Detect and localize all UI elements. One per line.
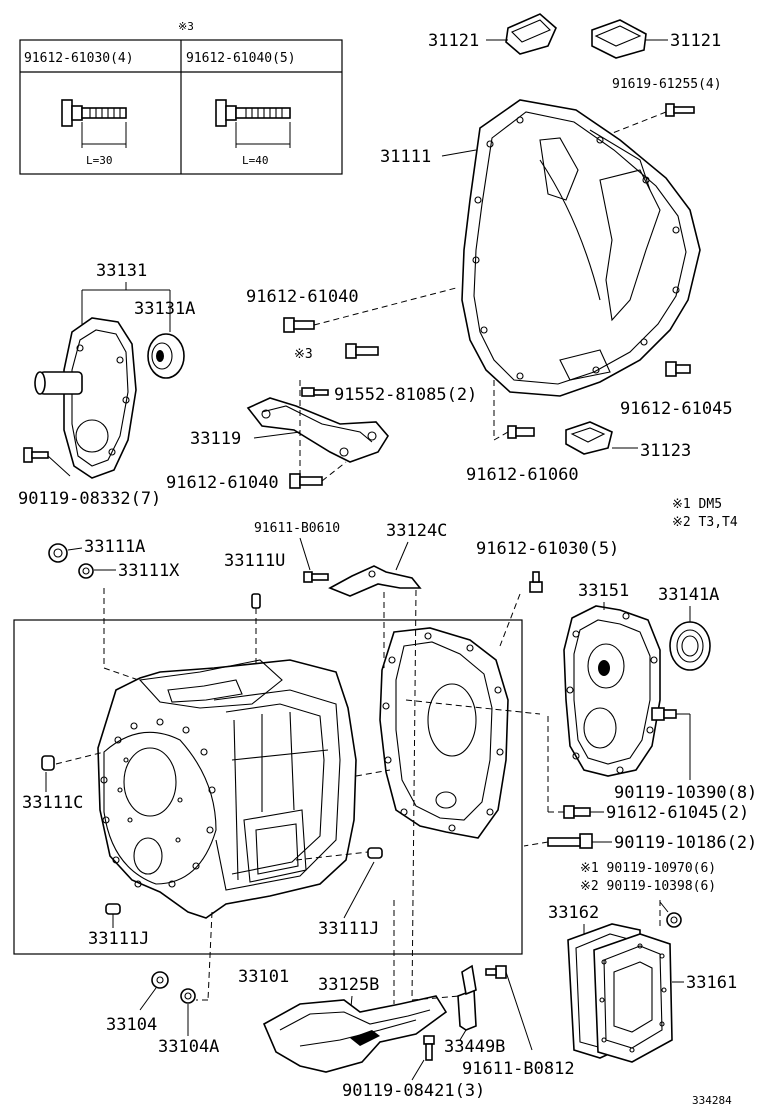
label-33111a: 33111A [84,537,145,557]
part-33104a-washer [180,988,196,1004]
bolt-91612-61040-a [283,317,315,333]
part-33151-extension-housing [563,605,661,777]
part-33111a-nut [48,543,68,563]
label-90119-08332: 90119-08332(7) [18,489,161,509]
label-91612-61040-b: 91612-61040 [166,473,279,493]
part-33131-bearing-retainer [34,317,137,479]
part-33104-nut [151,971,169,989]
note-dm5: ※1 DM5 [672,497,722,512]
part-33125b-guard [262,995,448,1073]
bolt-90119-08421 [423,1035,435,1061]
label-33104: 33104 [106,1015,157,1035]
bolt-90119-10390 [651,707,677,721]
label-90119-10186: 90119-10186(2) [614,833,757,853]
label-91611-b0812: 91611-B0812 [462,1059,575,1079]
label-33124c: 33124C [386,521,447,541]
label-33104a: 33104A [158,1037,219,1057]
inset-right-header: 91612-61040(5) [186,51,296,66]
part-33131a-oil-seal [147,333,185,379]
inset-left-header: 91612-61030(4) [24,51,134,66]
label-33111j-a: 33111J [88,929,149,949]
bolt-90119-08332 [23,447,49,463]
part-33111u-pin [251,593,261,609]
part-33141a-oil-seal [669,621,711,671]
label-33111u: 33111U [224,551,285,571]
label-31123: 31123 [640,441,691,461]
label-marker-3: ※3 [294,347,313,362]
part-31121-boot-a [505,13,557,55]
short-bolt-length: L=30 [86,154,113,167]
label-91612-61045-b: 91612-61045(2) [606,803,749,823]
bolt-91552-81085 [301,387,329,397]
label-33449b: 33449B [444,1037,505,1057]
bolt-91611-b0610 [303,571,329,583]
part-31121-boot-b [591,19,647,59]
label-91611-b0610: 91611-B0610 [254,521,340,536]
label-33101: 33101 [238,967,289,987]
label-33141a: 33141A [658,585,719,605]
bolt-91619 [665,103,695,117]
part-33101-adapter [379,627,509,839]
part-33124c-clamp [328,565,422,597]
part-31111-clutch-housing [461,99,701,397]
label-90119-10970: ※1 90119-10970(6) [580,861,716,876]
long-bolt-length: L=40 [242,154,269,167]
note-t3-t4: ※2 T3,T4 [672,515,738,530]
label-33162: 33162 [548,903,599,923]
label-33111x: 33111X [118,561,180,581]
part-33111x-washer [78,563,94,579]
bolt-91612-61040-b [289,473,323,489]
label-33131a: 33131A [134,299,195,319]
short-bolt-drawing: L=30 [61,99,127,167]
label-33119: 33119 [190,429,241,449]
label-33151: 33151 [578,581,629,601]
label-91612-61040-a: 91612-61040 [246,287,359,307]
label-33111c: 33111C [22,793,83,813]
long-bolt-drawing: L=40 [215,99,291,167]
bolt-91612-61030 [529,571,543,593]
part-33101-transmission-case [97,659,357,919]
part-33161-side-cover [593,933,673,1063]
label-91612-61045-a: 91612-61045 [620,399,733,419]
label-31121-a: 31121 [428,31,479,51]
part-31123-cover [565,421,613,455]
bolt-91612-61045-b [563,805,591,819]
label-91612-61030: 91612-61030(5) [476,539,619,559]
label-31121-b: 31121 [670,31,721,51]
part-33449b-bracket [457,964,477,1031]
label-91619-61255: 91619-61255(4) [612,77,722,92]
bolt-91612-61045-a [665,361,691,377]
bolt-91611-b0812 [485,965,507,979]
label-91612-61060: 91612-61060 [466,465,579,485]
part-33119-bracket [246,397,389,463]
bolt-90119-10186 [547,833,593,849]
bolt-91612-61060 [507,425,535,439]
figure-id: 334284 [692,1094,732,1107]
inset-marker: ※3 [178,20,194,33]
part-33111j-pin-b [367,847,383,859]
bolt-33161-cover [659,901,682,928]
label-90119-08421: 90119-08421(3) [342,1081,485,1101]
part-33111j-pin-a [105,903,121,915]
case-assembly-frame [13,619,523,955]
bolt-marker-3 [345,343,379,359]
label-33131: 33131 [96,261,147,281]
label-33125b: 33125B [318,975,379,995]
label-33161: 33161 [686,973,737,993]
label-33111j-b: 33111J [318,919,379,939]
label-90119-10398: ※2 90119-10398(6) [580,879,716,894]
label-31111: 31111 [380,147,431,167]
bolt-length-inset: ※3 91612-61030(4) 91612-61040(5) L=30 [19,20,343,175]
label-91552-81085: 91552-81085(2) [334,385,477,405]
label-90119-10390: 90119-10390(8) [614,783,757,803]
part-33111c-plug [41,755,55,771]
